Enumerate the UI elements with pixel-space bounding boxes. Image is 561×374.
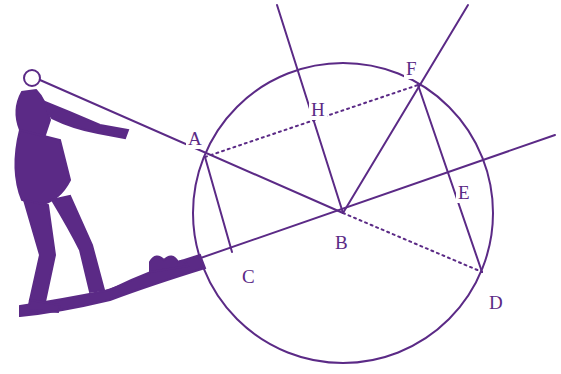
point-label: F: [404, 58, 419, 79]
sling-line: [40, 80, 343, 213]
dotted-line: [205, 85, 418, 157]
point-label: D: [487, 292, 505, 313]
circle: [193, 63, 493, 363]
perpendicular-line: [205, 157, 232, 252]
point-label: C: [240, 266, 257, 287]
point-label: B: [333, 232, 350, 253]
normal-line: [277, 5, 343, 213]
chord-line: [418, 85, 482, 272]
man-figure: [15, 70, 205, 316]
point-label: E: [456, 182, 472, 203]
point-label: A: [186, 128, 204, 149]
dotted-line: [343, 213, 482, 272]
radius-line: [343, 5, 468, 213]
point-label: H: [309, 99, 327, 120]
